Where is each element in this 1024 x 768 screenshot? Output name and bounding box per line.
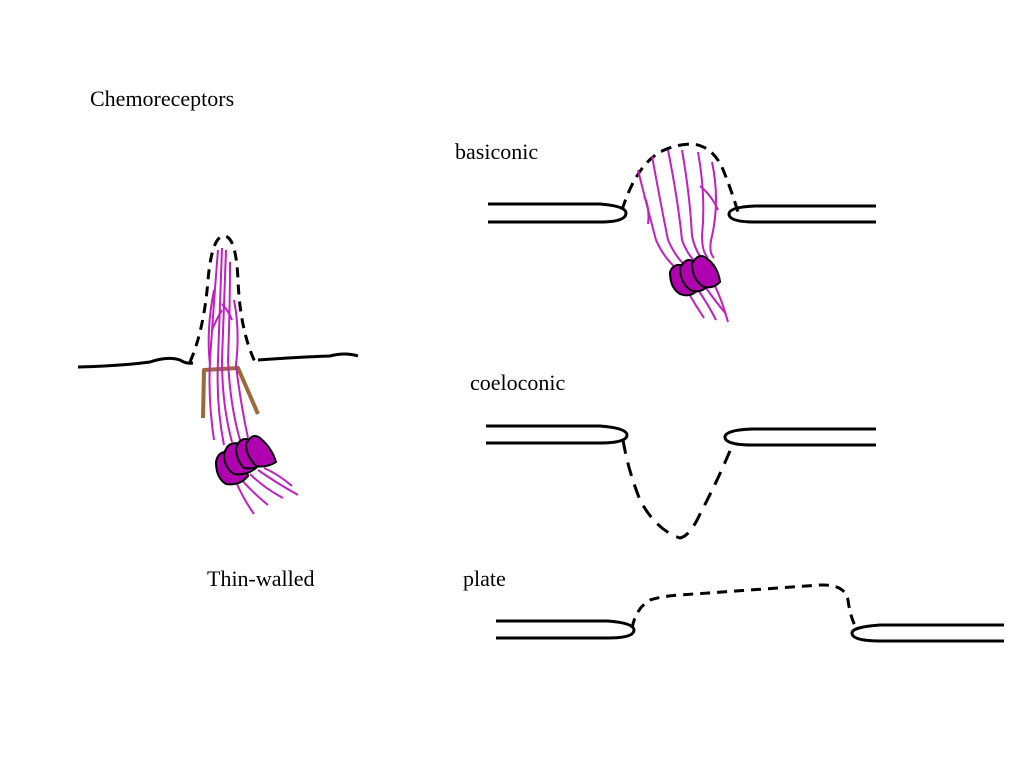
plate-label: plate (463, 566, 506, 591)
basiconic-cuticle-right (727, 204, 876, 224)
thin-walled-cuticle-right (257, 352, 359, 362)
slide-title: Chemoreceptors (90, 86, 235, 111)
thin-walled-sensillum (77, 234, 359, 515)
coeloconic-cuticle-right (723, 427, 876, 447)
thin-walled-dendrites (207, 247, 249, 446)
coeloconic-cuticle-left (486, 424, 629, 445)
thin-walled-axons (235, 467, 299, 515)
plate-cuticle-right (850, 623, 1004, 643)
neuron-cell-body (690, 255, 722, 289)
plate-sensillum (496, 583, 1004, 643)
coeloconic-pit-wall (621, 439, 734, 540)
thin-walled-cuticle (77, 356, 194, 369)
basiconic-dendrites (637, 149, 719, 269)
coeloconic-sensillum (486, 424, 876, 540)
thin-walled-neurons (214, 435, 278, 486)
basiconic-neurons (668, 255, 722, 297)
thin-walled-label: Thin-walled (207, 566, 315, 591)
plate-wall (630, 583, 858, 629)
basiconic-label: basiconic (455, 139, 539, 164)
thin-walled-socket (201, 366, 260, 419)
neuron-cell-body (244, 435, 278, 468)
basiconic-sensillum (488, 142, 876, 323)
coeloconic-label: coeloconic (470, 370, 566, 395)
basiconic-cuticle-left (488, 202, 628, 224)
plate-cuticle-left (496, 619, 636, 640)
